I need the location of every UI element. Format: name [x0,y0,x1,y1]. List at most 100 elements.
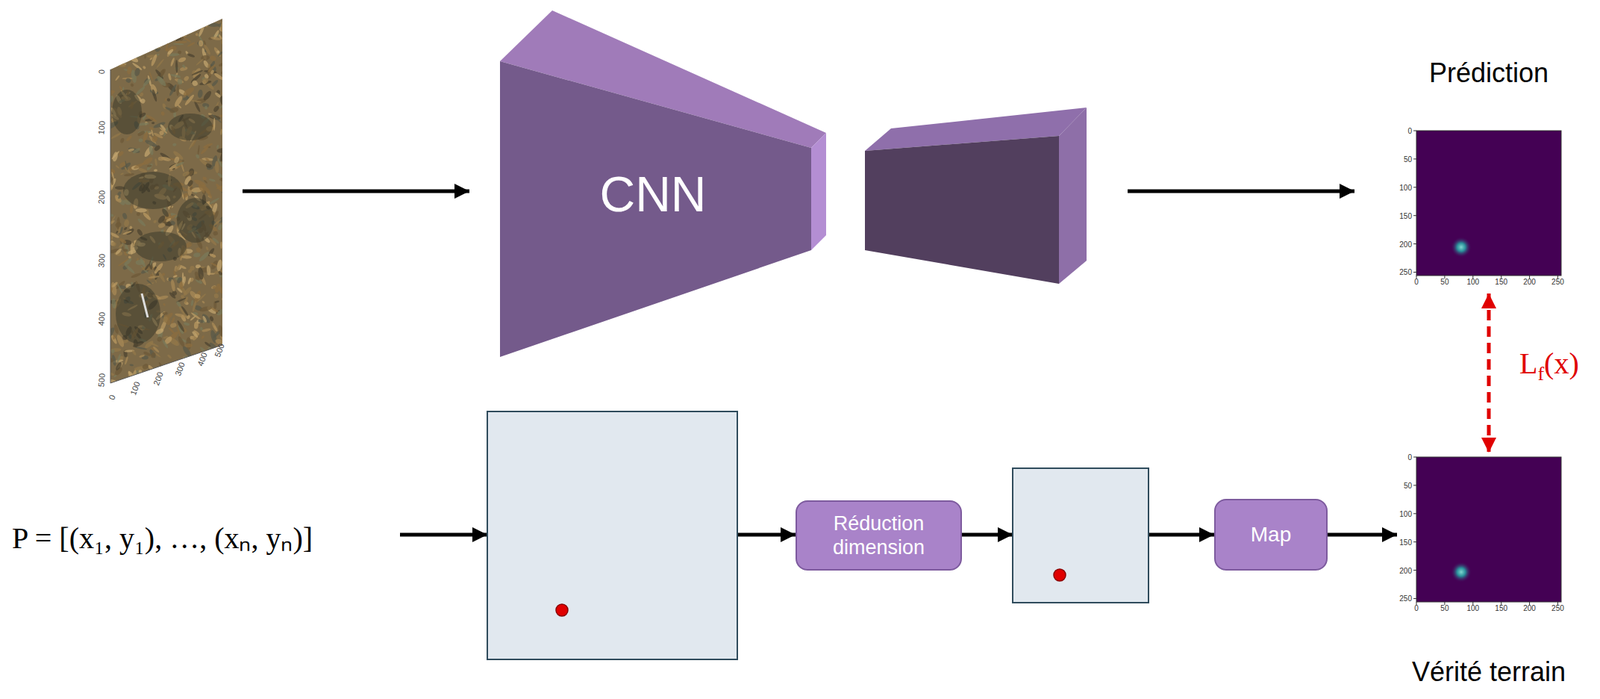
texture-fleck [125,52,140,64]
texture-fleck [140,383,148,391]
texture-fleck [185,343,193,348]
texture-fleck [114,361,124,371]
texture-fleck [207,63,212,68]
texture-fleck [135,211,141,216]
texture-fleck [198,8,203,23]
tick-label: 500 [96,372,107,387]
texture-fleck [187,276,192,285]
texture-fleck [147,370,154,377]
texture-fleck [111,45,118,53]
texture-fleck [212,379,221,386]
texture-fleck [115,50,121,55]
texture-fleck [162,13,165,18]
texture-fleck [151,88,159,103]
texture-fleck [150,351,157,359]
texture-fleck [218,274,224,277]
texture-fleck [205,189,213,199]
texture-fleck [153,45,162,53]
tick-mark [1413,541,1417,542]
texture-fleck [157,294,169,300]
texture-fleck [198,367,212,373]
cnn-front-face [500,61,812,357]
texture-fleck [154,158,159,166]
texture-fleck [128,21,136,31]
texture-fleck [216,147,230,153]
texture-fleck [216,50,220,53]
texture-fleck [212,229,219,236]
heatmap-plot: Vérité terrain [1397,456,1563,615]
texture-fleck [156,214,167,224]
texture-fleck [215,144,220,150]
texture-fleck [186,179,195,188]
texture-shadow [176,197,215,243]
texture-fleck [118,28,124,34]
texture-fleck [162,29,168,36]
texture-fleck [161,26,173,39]
texture-fleck [129,16,134,19]
texture-fleck [136,217,147,227]
texture-fleck [164,97,168,102]
texture-fleck [150,53,158,68]
texture-fleck [105,379,118,385]
tick-label: 150 [1494,277,1508,286]
texture-fleck [200,145,210,155]
texture-fleck [105,20,113,25]
texture-fleck [211,379,218,393]
texture-fleck [152,40,162,48]
texture-fleck [123,166,133,175]
texture-fleck [138,353,145,358]
texture-fleck [202,44,212,56]
texture-fleck [164,370,173,378]
texture-fleck [167,326,176,335]
tick-label: 250 [1551,603,1565,612]
texture-fleck [206,360,212,368]
texture-fleck [220,39,224,45]
point-grid-small [1012,467,1149,603]
texture-fleck [203,341,212,348]
texture-fleck [113,373,118,377]
tick-label: 50 [1440,277,1449,286]
texture-fleck [176,276,183,284]
texture-fleck [104,58,115,67]
tick-label: 300 [173,360,187,377]
loss-arrow [1487,293,1492,453]
texture-fleck [110,241,117,248]
texture-fleck [126,41,131,48]
texture-streak [141,293,148,318]
texture-fleck [164,23,168,34]
texture-fleck [157,222,166,229]
texture-fleck [151,34,156,40]
texture-fleck [220,128,223,136]
decoder-block [864,107,1087,284]
texture-fleck [186,52,195,59]
tick-label: 200 [1399,565,1412,574]
texture-fleck [193,252,201,258]
texture-fleck [113,194,123,204]
texture-fleck [213,72,225,82]
texture-fleck [193,382,203,393]
texture-shadow [115,283,161,344]
texture-fleck [156,335,163,342]
texture-fleck [215,306,227,317]
texture-fleck [126,19,137,28]
tick-label: 100 [1399,182,1412,192]
texture-fleck [168,106,180,115]
texture-fleck [152,219,158,224]
texture-fleck [223,52,230,58]
texture-fleck [119,49,126,56]
texture-fleck [195,153,200,159]
texture-fleck [208,252,217,259]
heatmap-peak [1450,236,1472,258]
texture-fleck [177,55,187,63]
texture-fleck [140,16,145,27]
tick-label: 100 [1399,508,1412,518]
cnn-side-face [811,132,827,250]
tick-label: 100 [1466,603,1480,612]
tick-mark [1413,597,1417,599]
input-image [102,8,233,395]
texture-fleck [163,30,169,37]
texture-fleck [114,47,124,56]
texture-fleck [166,97,171,102]
texture-shadow [134,231,187,262]
cnn-encoder: CNN [500,10,827,357]
